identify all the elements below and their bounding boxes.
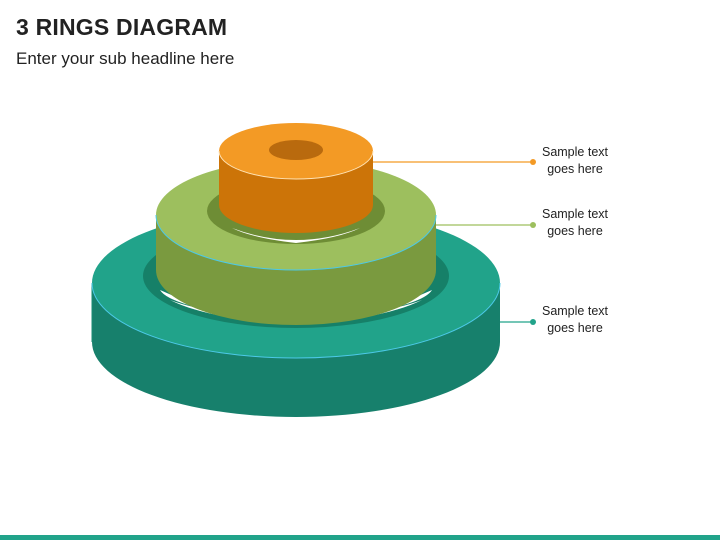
ring-label-1: Sample text goes here (520, 144, 630, 178)
slide-title: 3 RINGS DIAGRAM (16, 14, 228, 40)
ring-top-side (219, 151, 373, 233)
ring-label-1-line2: goes here (547, 162, 603, 176)
ring-bottom-side (92, 283, 500, 417)
slide-subtitle: Enter your sub headline here (16, 49, 235, 68)
ring-top-hole (269, 140, 323, 160)
leader-line-2 (436, 222, 536, 228)
leader-line-3 (500, 319, 536, 325)
ring-label-3-line1: Sample text (541, 304, 608, 318)
bottom-accent-bar (0, 535, 720, 540)
ring-label-2-line1: Sample text (541, 207, 608, 221)
ring-label-2: Sample text goes here (520, 206, 630, 240)
ring-label-3-line2: goes here (547, 321, 603, 335)
ring-label-3: Sample text goes here (520, 303, 630, 337)
ring-label-1-line1: Sample text (541, 145, 608, 159)
leader-line-1 (373, 159, 536, 165)
ring-top (218, 123, 374, 233)
ring-label-2-line2: goes here (547, 224, 603, 238)
